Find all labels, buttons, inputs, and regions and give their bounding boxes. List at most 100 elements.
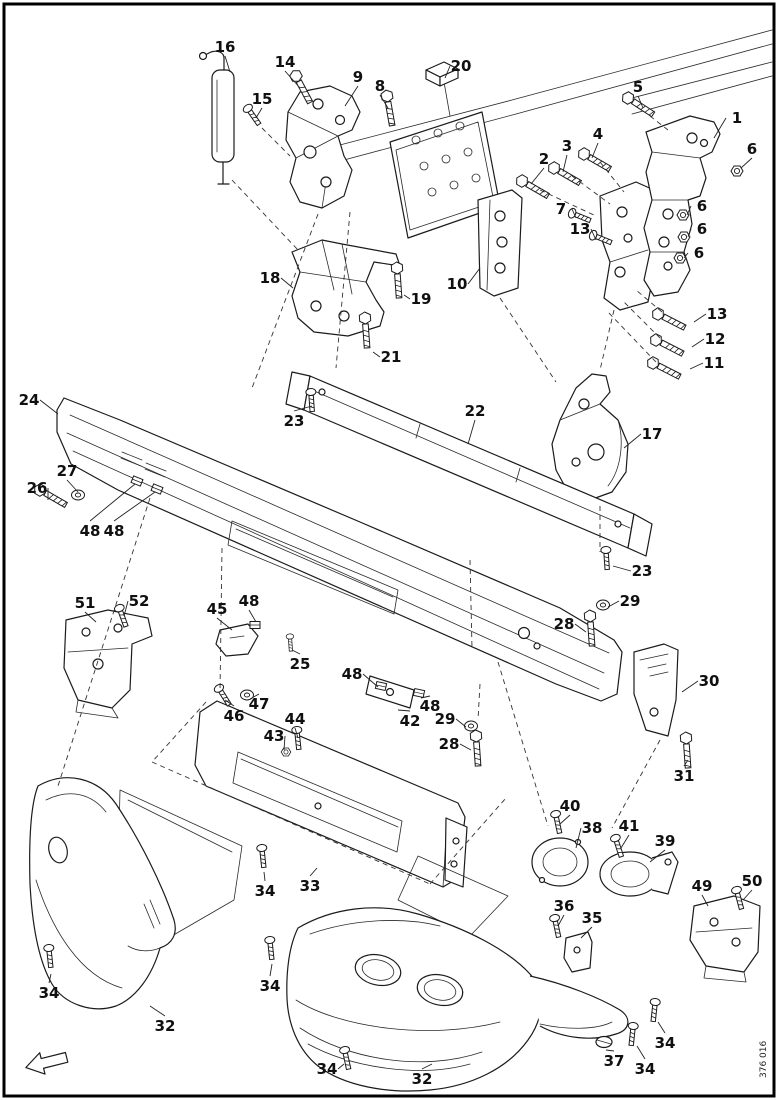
clip-37 (595, 1035, 613, 1049)
callout-leader-50-60 (742, 889, 753, 901)
callout-24-24: 24 (19, 391, 40, 409)
callout-39-54: 39 (655, 832, 676, 850)
callout-36-57: 36 (554, 897, 575, 915)
callout-43-45: 43 (264, 727, 285, 745)
callout-leader-34-65 (636, 1045, 646, 1060)
callout-leader-45-37 (216, 617, 233, 631)
callout-leader-33-56 (309, 867, 318, 877)
callout-20-4: 20 (451, 57, 472, 75)
callout-34-62: 34 (260, 977, 281, 995)
bracket-1 (643, 115, 721, 297)
callout-leader-7-12 (571, 208, 577, 219)
callout-leader-42-46 (397, 709, 411, 712)
callout-28-49: 28 (439, 735, 460, 753)
callout-37-64: 37 (604, 1052, 625, 1070)
callout-leader-12-21 (691, 338, 705, 348)
callout-leader-14-1 (284, 70, 301, 89)
callout-32-67: 32 (412, 1070, 433, 1088)
bracket-17 (551, 373, 629, 519)
reinforcement-bar-22 (285, 371, 653, 557)
callout-leader-18-18 (280, 277, 294, 289)
connector-20 (425, 61, 459, 117)
callout-10-17: 10 (447, 275, 468, 293)
bumper-cover-32-bottom (286, 907, 629, 1092)
bracket-30 (633, 643, 679, 737)
callout-48-47: 48 (420, 697, 441, 715)
callout-leader-48-30 (89, 483, 136, 522)
fog-ring-38 (531, 837, 589, 887)
callout-leader-44-44 (294, 727, 299, 739)
callout-leader-3-9 (562, 154, 568, 173)
callout-47-43: 47 (249, 695, 270, 713)
callout-1-6: 1 (732, 109, 742, 127)
callout-leader-35-58 (580, 926, 593, 939)
callout-leader-39-54 (649, 849, 666, 863)
callout-16-0: 16 (215, 38, 236, 56)
callout-17-27: 17 (642, 425, 663, 443)
bracket-18 (291, 239, 401, 337)
callout-leader-41-53 (620, 834, 630, 849)
callout-13-20: 13 (707, 305, 728, 323)
callout-13-13: 13 (570, 220, 591, 238)
callout-4-10: 4 (593, 125, 603, 143)
callout-3-9: 3 (562, 137, 572, 155)
callout-52-36: 52 (129, 592, 150, 610)
callout-leader-48-47 (420, 695, 431, 699)
callout-15-7: 15 (252, 90, 273, 108)
callout-leader-25-39 (291, 649, 301, 655)
bracket-9 (285, 85, 361, 209)
bracket-10 (477, 189, 523, 297)
callout-leader-23-25 (293, 405, 313, 412)
callout-leader-6-15 (687, 228, 692, 238)
callout-8-3: 8 (375, 77, 385, 95)
callout-leader-17-27 (623, 433, 642, 449)
callout-leader-34-68 (337, 1063, 345, 1070)
callout-leader-1-6 (713, 117, 727, 139)
callout-leader-28-49 (459, 743, 472, 751)
callout-29-33: 29 (620, 592, 641, 610)
callout-28-34: 28 (554, 615, 575, 633)
callout-leader-30-41 (681, 680, 699, 693)
callout-leader-27-29 (66, 479, 79, 493)
callout-leader-49-59 (701, 894, 709, 907)
callout-9-2: 9 (353, 68, 363, 86)
end-cap-32-left (29, 777, 176, 1010)
callout-34-66: 34 (655, 1034, 676, 1052)
callout-leader-34-62 (269, 963, 273, 977)
callout-34-65: 34 (635, 1060, 656, 1078)
direction-arrow-icon (25, 1051, 69, 1075)
callout-26-28: 26 (27, 479, 48, 497)
callout-42-46: 42 (400, 712, 421, 730)
callout-leader-48-38 (248, 609, 257, 623)
plate-42 (365, 675, 415, 709)
callout-leader-9-2 (344, 85, 359, 107)
callout-40-51: 40 (560, 797, 581, 815)
callout-2-8: 2 (539, 150, 549, 168)
callout-leader-32-67 (421, 1063, 433, 1070)
bumper-face-bar-24 (56, 397, 623, 702)
callout-33-56: 33 (300, 877, 321, 895)
callout-leader-48-40 (362, 673, 379, 688)
callout-leader-40-51 (559, 814, 571, 825)
callout-leader-29-48 (455, 718, 467, 728)
valance-33 (194, 700, 468, 888)
callout-leader-31-50 (683, 759, 689, 767)
callout-18-18: 18 (260, 269, 281, 287)
callout-34-61: 34 (39, 984, 60, 1002)
callout-leader-51-35 (84, 611, 97, 623)
callout-leader-32-63 (149, 1005, 166, 1017)
callout-50-60: 50 (742, 872, 763, 890)
clip-45 (215, 623, 259, 657)
alignment-lines (57, 115, 669, 885)
callout-27-29: 27 (57, 462, 78, 480)
callout-34-55: 34 (255, 882, 276, 900)
callout-leader-24-24 (39, 399, 59, 415)
callout-14-1: 14 (275, 53, 296, 71)
callout-48-30: 48 (80, 522, 101, 540)
callout-41-53: 41 (619, 817, 640, 835)
callout-38-52: 38 (582, 819, 603, 837)
callout-leader-34-66 (657, 1021, 666, 1034)
callout-6-15: 6 (697, 220, 707, 238)
